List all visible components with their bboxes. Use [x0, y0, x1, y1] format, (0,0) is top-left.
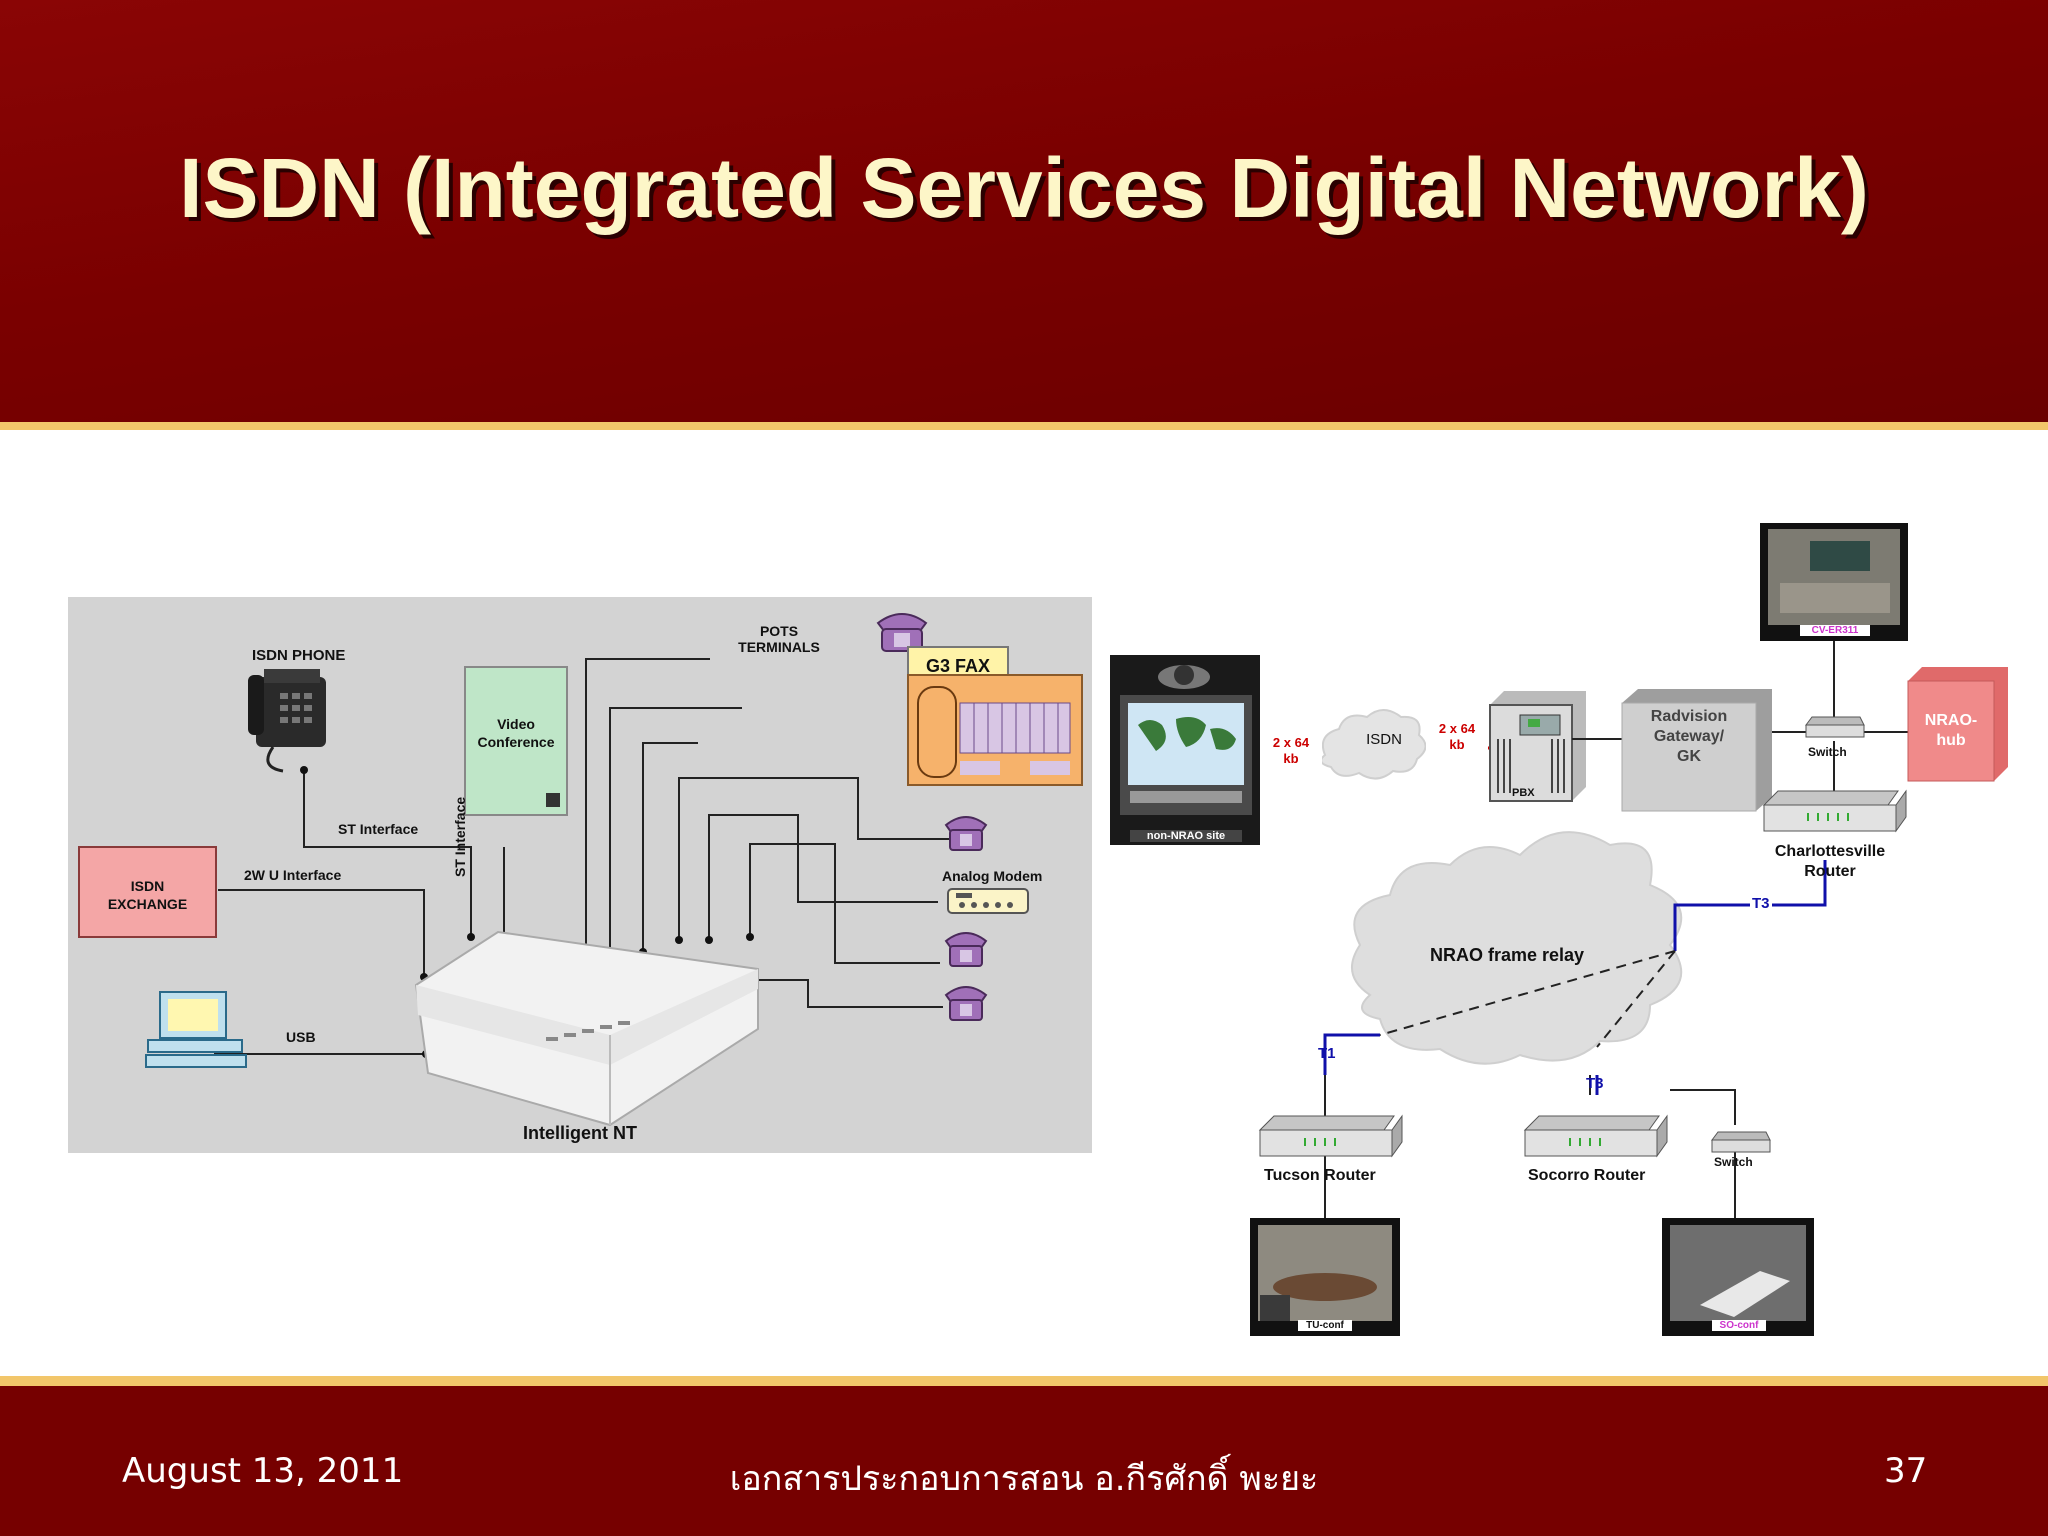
socorro-label: Socorro Router: [1528, 1167, 1646, 1184]
nrao-network-diagram: non-NRAO site 2 x 64 kb ISDN 2 x 64 kb P…: [1100, 515, 2048, 1345]
st-interface-label: ST Interface: [338, 821, 419, 837]
footer-band: [0, 1386, 2048, 1536]
socorro-router-icon: [1523, 1114, 1668, 1158]
footer-accent-line: [0, 1376, 2048, 1386]
rate-right-line-1: 2 x 64: [1438, 721, 1476, 736]
usb-label: USB: [286, 1029, 316, 1045]
nrao-hub-line-1: NRAO-: [1924, 712, 1978, 729]
rate-right-label: 2 x 64 kb: [1426, 721, 1488, 753]
isdn-cloud-icon: [1320, 709, 1427, 780]
u-interface-label: 2W U Interface: [244, 867, 342, 883]
radvision-gateway-icon: [1621, 689, 1772, 812]
video-conference-line-2: Conference: [477, 734, 555, 750]
analog-phone-icon-3: [944, 986, 988, 1021]
switch-icon-bottom: [1711, 1131, 1771, 1153]
tu-conf-room-icon: [1250, 1218, 1400, 1336]
t3-bottom-label: T3: [1586, 1075, 1604, 1092]
frame-relay-label: NRAO frame relay: [1430, 945, 1585, 965]
switch-top-label: Switch: [1808, 745, 1847, 759]
pbx-label: PBX: [1512, 787, 1535, 799]
header-band: [0, 0, 2048, 422]
frame-relay-cloud-icon: [1351, 831, 1683, 1065]
tu-conf-label: TU-conf: [1298, 1320, 1352, 1331]
charlottesville-line-2: Router: [1804, 863, 1856, 880]
isdn-exchange-label: ISDN EXCHANGE: [79, 877, 216, 913]
analog-modem-icon: [947, 888, 1029, 914]
g3-fax-label: G3 FAX: [925, 656, 991, 676]
video-monitor-icon: [1110, 655, 1260, 845]
tucson-router-icon: [1258, 1114, 1403, 1158]
charlottesville-router-icon: [1762, 789, 1907, 833]
video-conference-label: Video Conference: [468, 715, 564, 751]
isdn-phone-label: ISDN PHONE: [252, 647, 346, 664]
g3-fax-icon: [907, 646, 1083, 786]
computer-icon: [145, 991, 247, 1068]
video-conference-line-1: Video: [497, 716, 535, 732]
charlottesville-label: Charlottesville Router: [1740, 842, 1920, 882]
intelligent-nt-label: Intelligent NT: [523, 1123, 637, 1143]
isdn-exchange-line-2: EXCHANGE: [107, 896, 188, 912]
rate-right-line-2: kb: [1449, 737, 1465, 752]
pots-phone-icon: [876, 613, 928, 652]
radvision-label: Radvision Gateway/ GK: [1622, 707, 1756, 767]
isdn-phone-icon: [248, 669, 326, 773]
analog-phone-icon-2: [944, 932, 988, 967]
nrao-hub-icon: [1907, 667, 2008, 782]
t1-label: T1: [1318, 1045, 1336, 1062]
so-conf-label: SO-conf: [1712, 1320, 1766, 1331]
pots-line-2: TERMINALS: [738, 639, 820, 655]
nrao-hub-label: NRAO- hub: [1908, 711, 1994, 751]
t3-top-label: T3: [1750, 895, 1772, 912]
isdn-exchange-box: [78, 846, 217, 938]
rate-left-label: 2 x 64 kb: [1260, 735, 1322, 767]
radvision-line-3: GK: [1677, 748, 1701, 765]
st-interface-vertical-label: ST Interface: [452, 796, 468, 877]
pbx-icon: [1489, 691, 1586, 802]
rate-left-line-2: kb: [1283, 751, 1299, 766]
video-conference-box: [464, 666, 568, 816]
analog-phone-icon-1: [944, 816, 988, 851]
cv-er311-label: CV-ER311: [1800, 625, 1870, 636]
tucson-label: Tucson Router: [1264, 1167, 1376, 1184]
page-number: 37: [1884, 1451, 1928, 1491]
switch-icon-top: [1805, 716, 1865, 738]
radvision-line-2: Gateway/: [1653, 728, 1725, 745]
rate-left-line-1: 2 x 64: [1272, 735, 1310, 750]
intelligent-nt-device-icon: [414, 930, 759, 1127]
header-accent-line: [0, 422, 2048, 430]
slide-title: ISDN (Integrated Services Digital Networ…: [179, 141, 1869, 235]
so-conf-room-icon: [1662, 1218, 1814, 1336]
charlottesville-line-1: Charlottesville: [1774, 843, 1886, 860]
analog-modem-label: Analog Modem: [942, 868, 1043, 884]
radvision-line-1: Radvision: [1650, 708, 1728, 725]
isdn-cloud-label: ISDN: [1366, 731, 1402, 748]
isdn-exchange-line-1: ISDN: [130, 878, 165, 894]
switch-bottom-label: Switch: [1714, 1155, 1753, 1169]
pots-line-1: POTS: [759, 623, 799, 639]
footer-date: August 13, 2011: [122, 1451, 404, 1491]
nrao-hub-line-2: hub: [1936, 732, 1966, 749]
isdn-nt-diagram: ISDN PHONE Video Conference POTS TERMINA…: [68, 597, 1092, 1153]
pots-label: POTS TERMINALS: [724, 623, 834, 655]
non-nrao-label: non-NRAO site: [1130, 830, 1242, 842]
cv-er311-room-icon: [1760, 523, 1908, 641]
footer-center-text: เอกสารประกอบการสอน อ.กีรศักดิ์ พะยะ: [729, 1459, 1319, 1499]
